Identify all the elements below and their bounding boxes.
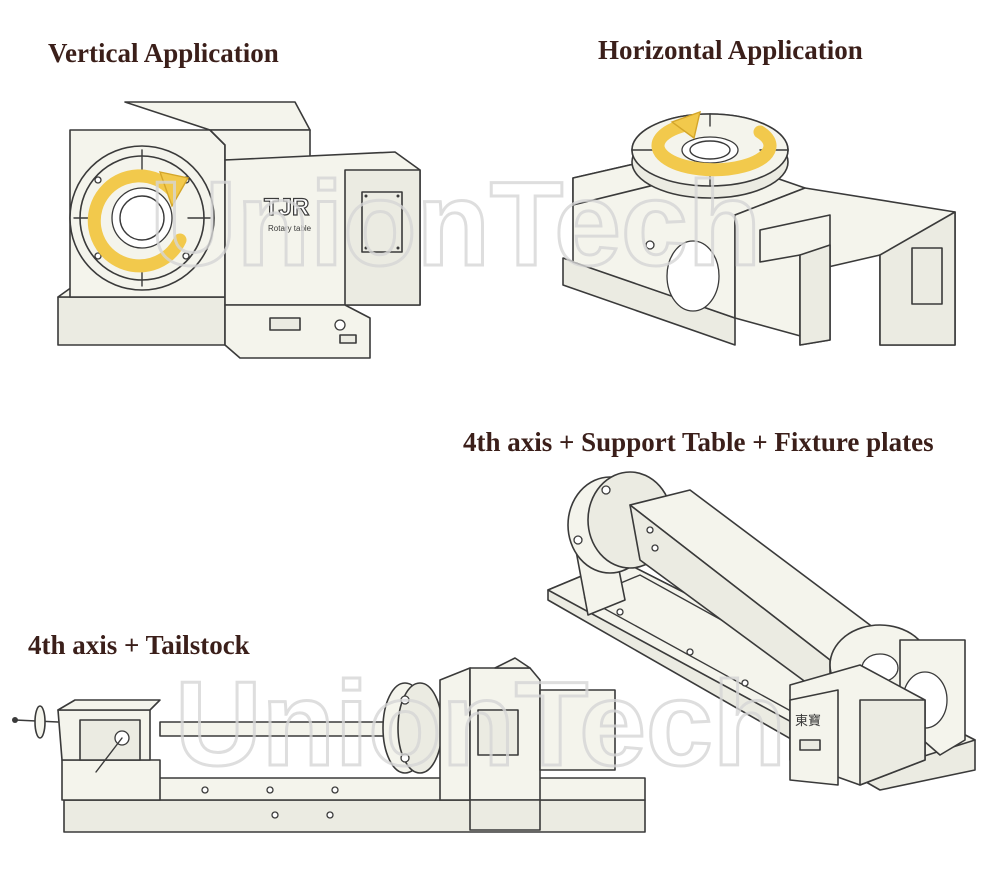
tailstock-chuck-jaw (400, 753, 410, 763)
tailstock-base-hole (201, 786, 209, 794)
vertical-bolt-hole (94, 176, 102, 184)
vertical-rotary-table: TJR Rotary table (57, 101, 421, 359)
watermark-bottom: UnionTech (175, 657, 786, 791)
vertical-bolt-hole (182, 252, 190, 260)
tailstock-body-top (57, 699, 161, 711)
support-motor-plate (799, 739, 821, 751)
horizontal-hole (645, 240, 655, 250)
tailstock-base-hole (266, 786, 274, 794)
caption-vertical-application: Vertical Application (48, 38, 279, 68)
vertical-top-cap (124, 101, 311, 131)
vertical-bore-inner (119, 195, 165, 241)
support-motor-side (859, 699, 926, 786)
brand-sub-text: Rotary table (268, 224, 312, 233)
support-disc-hole (573, 535, 583, 545)
vertical-lower-box (224, 304, 371, 359)
watermark-top: UnionTech (150, 157, 761, 291)
vertical-cover-screw (396, 246, 400, 250)
vertical-bolt-hole (94, 252, 102, 260)
vertical-rotation-arrowhead (158, 171, 190, 208)
support-table-assembly: 東寶 (547, 471, 976, 791)
horizontal-rotary-table (562, 110, 956, 346)
vertical-nameplate (269, 317, 301, 331)
tailstock-chuck-jaw (400, 695, 410, 705)
tailstock-foot (61, 759, 161, 801)
tailstock-knob (12, 717, 18, 723)
vertical-upper-side (209, 129, 311, 161)
chinese-mark-text: 東寶 (795, 713, 821, 729)
vertical-cover-screw (396, 194, 400, 198)
tailstock-top-fitting (494, 657, 531, 669)
caption-tailstock: 4th axis + Tailstock (28, 630, 250, 660)
support-base-hole (616, 608, 624, 616)
support-base-hole (686, 648, 694, 656)
tailstock-motor (539, 689, 616, 771)
tailstock-lever (95, 737, 123, 773)
tailstock-handwheel (34, 705, 46, 739)
vertical-cover-screw (364, 194, 368, 198)
support-motor-front (789, 689, 839, 786)
tailstock-side-cover (477, 709, 519, 756)
vertical-small-plate (339, 334, 357, 344)
horizontal-flange-side (799, 244, 831, 346)
tailstock-base-hole (326, 811, 334, 819)
vertical-connector (334, 319, 346, 331)
vertical-cover-screw (364, 246, 368, 250)
caption-support-table: 4th axis + Support Table + Fixture plate… (463, 427, 934, 457)
tailstock-base-hole (271, 811, 279, 819)
horizontal-side-cover (911, 247, 943, 305)
fixture-plate-hole (651, 544, 659, 552)
horizontal-rotation-arrow (651, 117, 777, 177)
vertical-side-cover (361, 191, 403, 253)
vertical-base-plate (57, 296, 226, 346)
support-disc-hole (601, 485, 611, 495)
vertical-rotation-arrow (87, 169, 187, 273)
tailstock-base-front (63, 799, 646, 833)
horizontal-front-bore (666, 240, 720, 312)
vertical-center-bore (111, 187, 173, 249)
brand-logo-text: TJR (264, 194, 309, 221)
support-base-hole (741, 679, 749, 687)
fixture-plate-hole (646, 526, 654, 534)
tailstock-assembly (12, 657, 646, 833)
horizontal-bore-inner (689, 140, 731, 160)
horizontal-rotation-arrowhead (670, 110, 701, 140)
tailstock-base-hole (331, 786, 339, 794)
caption-horizontal-application: Horizontal Application (598, 35, 863, 65)
tailstock-motor-base (469, 799, 541, 831)
